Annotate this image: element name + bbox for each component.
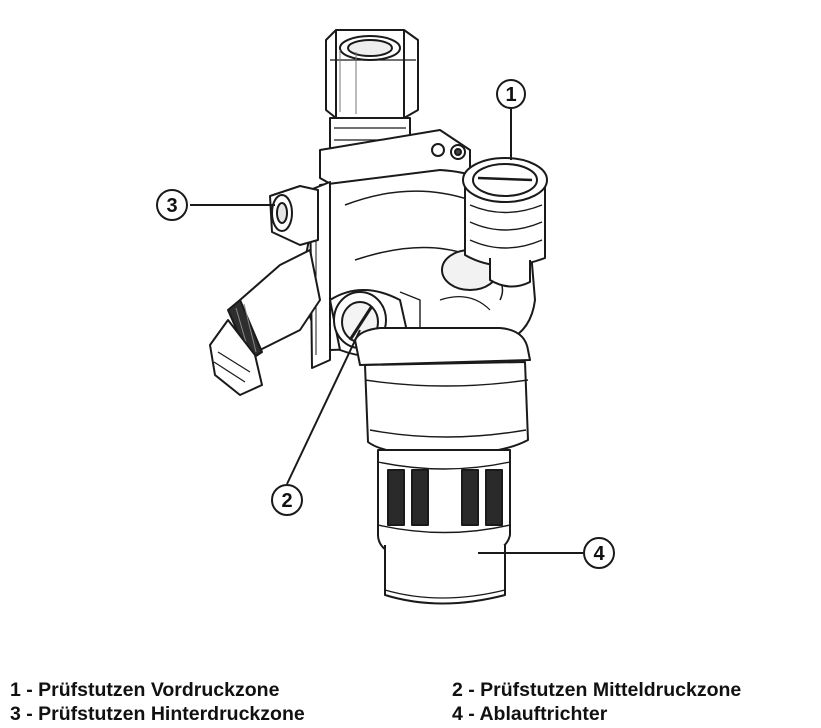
leader-line-2 — [286, 329, 361, 485]
legend-item-2: 2 - Prüfstutzen Mitteldruckzone — [452, 679, 742, 701]
drain-hose-connector — [209, 249, 321, 396]
top-nut — [325, 29, 419, 119]
valve-drawing: 1 2 3 4 — [156, 29, 615, 605]
callout-number-2: 2 — [281, 490, 292, 512]
callout-circle-1 — [496, 79, 526, 109]
callout-number-3: 3 — [166, 195, 177, 217]
legend: 1 - Prüfstutzen Vordruckzone 2 - Prüfstu… — [0, 648, 821, 725]
legend-item-4: 4 - Ablauftrichter — [452, 703, 608, 725]
lower-housing — [354, 327, 531, 456]
drain-funnel — [377, 449, 511, 605]
callout-circle-3 — [156, 189, 188, 221]
callout-number-4: 4 — [593, 543, 605, 565]
callout-number-1: 1 — [505, 84, 516, 106]
test-port-1 — [462, 157, 548, 288]
test-port-3 — [269, 185, 319, 246]
callout-circle-4 — [583, 537, 615, 569]
legend-item-3: 3 - Prüfstutzen Hinterdruckzone — [10, 703, 305, 725]
legend-item-1: 1 - Prüfstutzen Vordruckzone — [10, 679, 280, 701]
callout-circle-2 — [271, 484, 303, 516]
